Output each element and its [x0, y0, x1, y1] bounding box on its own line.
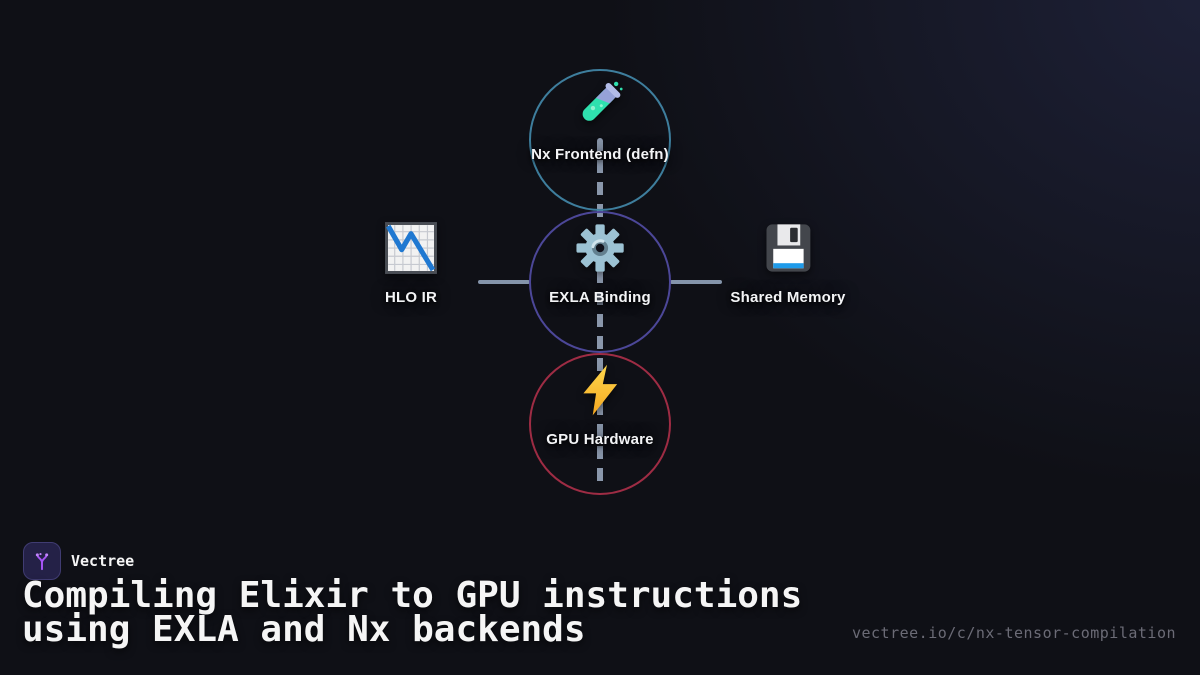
- node-label-gpu-hardware: GPU Hardware: [546, 431, 654, 448]
- node-label-hlo-ir: HLO IR: [384, 289, 438, 306]
- site-url: vectree.io/c/nx-tensor-compilation: [851, 624, 1176, 642]
- test-tube-icon: [573, 78, 627, 132]
- floppy-disk-icon: [761, 221, 815, 275]
- node-hlo-ir: HLO IR: [384, 221, 438, 306]
- node-label-nx-frontend: Nx Frontend (defn): [531, 146, 669, 163]
- title-line-1: Compiling Elixir to GPU instructions: [22, 575, 803, 616]
- node-label-exla-binding: EXLA Binding: [549, 289, 651, 306]
- node-nx-frontend: Nx Frontend (defn): [531, 78, 669, 163]
- node-gpu-hardware: GPU Hardware: [546, 363, 654, 448]
- ring-exla-binding: [529, 211, 671, 353]
- brand-name: Vectree: [71, 552, 135, 570]
- title-line-2: using EXLA and Nx backends: [22, 609, 586, 650]
- shared-memory-connector-line: [670, 280, 722, 284]
- node-shared-memory: Shared Memory: [730, 221, 845, 306]
- ring-nx-frontend: [529, 69, 671, 211]
- chart-decreasing-icon: [384, 221, 438, 275]
- lightning-bolt-icon: [573, 363, 627, 417]
- vectree-logo: [23, 542, 61, 580]
- page-title: Compiling Elixir to GPU instructions usi…: [22, 578, 802, 650]
- gear-icon: [573, 221, 627, 275]
- hlo-ir-connector-line: [478, 280, 530, 284]
- ring-gpu-hardware: [529, 353, 671, 495]
- node-exla-binding: EXLA Binding: [549, 221, 651, 306]
- node-label-shared-memory: Shared Memory: [730, 289, 846, 306]
- brand-row: Vectree: [23, 542, 134, 580]
